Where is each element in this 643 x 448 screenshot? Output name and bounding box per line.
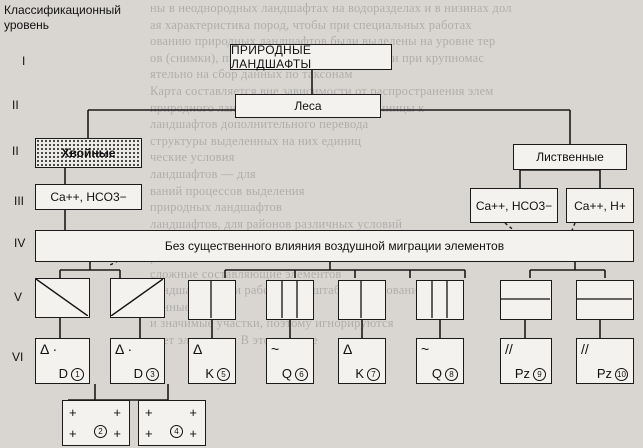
cell-letter: Q [431,365,442,381]
cell-number: 9 [533,368,546,381]
cell-symbol: Δ · [40,341,58,357]
cell-letter: K [355,365,364,381]
v-box-3 [188,280,236,320]
ca-h-node: Ca++, H+ [566,188,634,223]
level-label-2b: II [12,144,19,158]
v-box-4 [266,280,314,320]
level-label-1: I [22,54,26,68]
cell-symbol: Δ · [115,341,133,357]
cell-letter: D [58,365,68,381]
cell-letter: K [205,365,214,381]
plus-icon: + [69,426,77,441]
plus-icon: + [189,405,197,420]
cell-number: 4 [170,425,183,438]
cell-symbol: // [505,341,513,357]
v-box-6 [416,280,464,320]
ca-hco3-left-node: Ca++, HCO3− [35,184,142,210]
plus-icon: + [113,426,121,441]
plus-cell-1: + + + + 2 [62,400,130,446]
level-label-5: V [14,290,23,304]
plus-icon: + [145,426,153,441]
cell-symbol: // [581,341,589,357]
cell-symbol: ~ [271,341,280,357]
diagonal-hatch-icon [36,279,88,316]
cell-letter: Pz [514,365,530,381]
level-header-line2: уровень [4,18,50,32]
vertical-hatch-icon [431,281,448,318]
level-label-2: II [12,98,19,112]
cell-number: 6 [295,368,308,381]
plus-icon: + [189,426,197,441]
level-label-6: VI [12,350,24,364]
vertical-hatch-icon [281,281,298,318]
v-box-7 [500,280,552,320]
cell-number: 7 [367,368,380,381]
v-box-5 [338,280,386,320]
cell-number: 10 [615,368,628,381]
plus-icon: + [113,405,121,420]
deciduous-node: Лиственные [513,144,627,170]
ca-hco3-right-node: Ca++, HCO3− [470,188,558,223]
root-node: ПРИРОДНЫЕ ЛАНДШАФТЫ [230,43,392,71]
cell-number: 5 [217,368,230,381]
cell-number: 2 [94,425,107,438]
cell-letter: D [133,365,143,381]
horizontal-hatch-icon [577,298,632,300]
cell-letter: Pz [596,365,612,381]
v-box-2 [110,278,165,318]
cell-number: 3 [146,368,159,381]
diagonal-hatch-icon [111,279,163,316]
no-migration-node: Без существенного влияния воздушной мигр… [35,230,634,262]
conifer-node: Хвойные [35,138,142,168]
plus-icon: + [69,405,77,420]
level-label-3: III [14,194,25,208]
level-label-4: IV [14,236,26,250]
cell-symbol: Δ [193,341,203,357]
cell-symbol: ~ [421,341,430,357]
cell-symbol: Δ [343,341,353,357]
cell-number: 1 [71,368,84,381]
v-box-8 [576,280,634,320]
plus-cell-2: + + + + 4 [138,400,206,446]
cell-letter: Q [281,365,292,381]
horizontal-hatch-icon [501,298,550,300]
vertical-hatch-icon [360,281,362,318]
vertical-hatch-icon [210,281,212,318]
v-box-1 [35,278,90,318]
cell-number: 8 [445,368,458,381]
forests-node: Леса [235,94,381,118]
plus-icon: + [145,405,153,420]
level-header: Классификационный уровень [4,3,154,33]
level-header-line1: Классификационный [4,3,121,17]
